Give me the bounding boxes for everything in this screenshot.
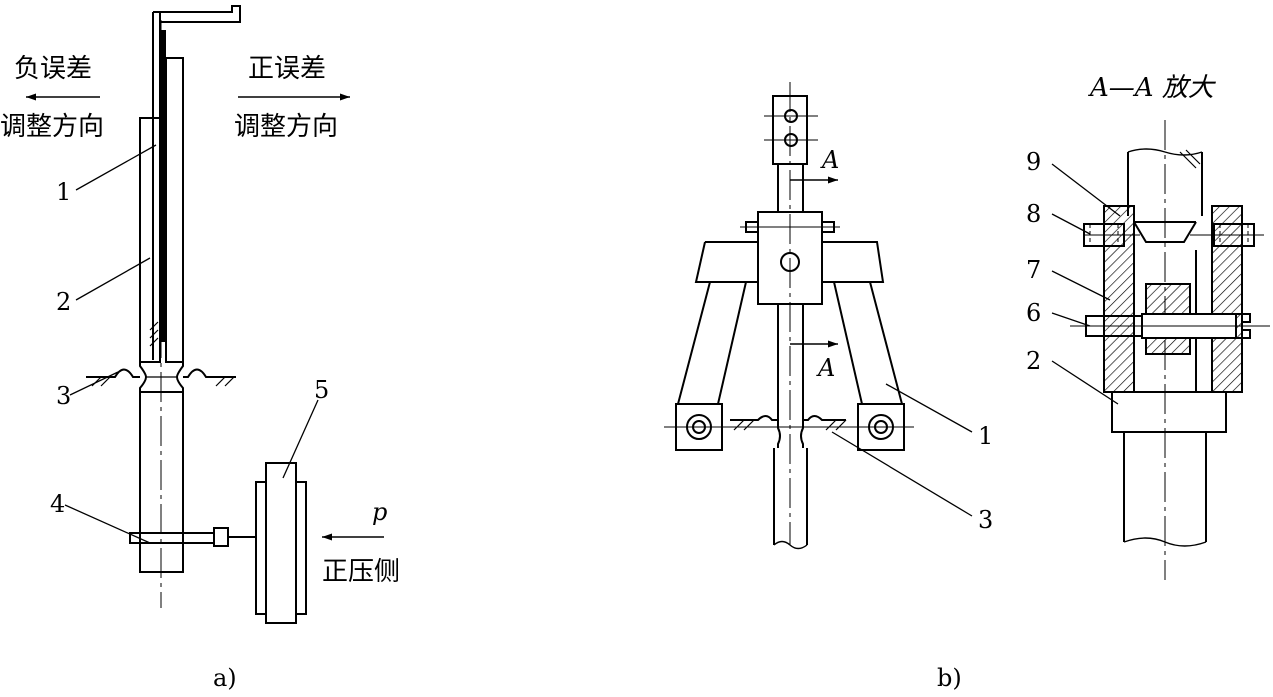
section-mark-bottom: A <box>816 354 835 382</box>
pressure-symbol: p <box>372 498 387 526</box>
callout-2-detail: 2 <box>1026 347 1041 375</box>
bellows <box>255 481 267 615</box>
pressure-side-label: 正压侧 <box>322 557 400 587</box>
panel-b-diagram <box>664 82 973 550</box>
panel-a-labels: 负误差 调整方向 正误差 调整方向 p 正压侧 1 2 3 4 5 a) <box>0 54 400 692</box>
section-mark-top: A <box>820 146 839 174</box>
callout-5: 5 <box>314 376 329 404</box>
callout-b-3: 3 <box>978 506 993 534</box>
pos-error-label: 正误差 <box>248 54 326 84</box>
adjuster-plate <box>159 30 166 342</box>
callout-7: 7 <box>1026 256 1041 284</box>
housing-right <box>1211 205 1243 393</box>
collar <box>1111 391 1227 433</box>
panel-a-diagram <box>26 5 384 624</box>
neg-error-label: 负误差 <box>14 54 92 84</box>
neg-direction-label: 调整方向 <box>0 112 104 142</box>
callout-3: 3 <box>56 382 71 410</box>
section-detail-diagram <box>1051 120 1270 580</box>
callout-1: 1 <box>56 178 71 206</box>
callout-2: 2 <box>56 288 71 316</box>
section-detail-labels: A—A 放大 9 8 7 6 2 <box>1026 73 1217 375</box>
callout-4: 4 <box>50 490 65 518</box>
lower-rod <box>139 391 184 573</box>
section-title: A—A 放大 <box>1088 73 1217 103</box>
callout-b-1: 1 <box>978 422 993 450</box>
pos-direction-label: 调整方向 <box>234 112 338 142</box>
callout-9: 9 <box>1026 148 1041 176</box>
caption-b: b) <box>937 664 962 692</box>
callout-8: 8 <box>1026 200 1041 228</box>
panel-b-labels: A A 1 3 b) <box>816 146 993 692</box>
callout-6: 6 <box>1026 299 1041 327</box>
caption-a: a) <box>213 664 237 692</box>
outer-tube <box>139 117 161 363</box>
